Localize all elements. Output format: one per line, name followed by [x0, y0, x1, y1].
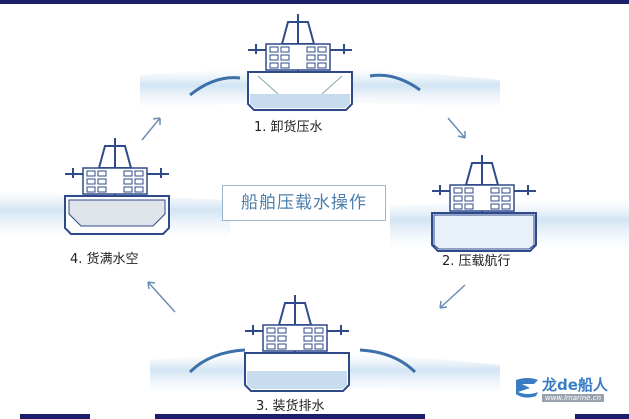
cycle-arrows [141, 117, 466, 313]
bottom-border-right [575, 414, 629, 419]
step1-label: 1. 卸货压水 [254, 120, 323, 135]
step4-label: 4. 货满水空 [70, 252, 139, 267]
step2-label: 2. 压载航行 [442, 254, 511, 269]
ship-step4 [64, 137, 170, 235]
bottom-border-left [20, 414, 90, 419]
top-border [0, 0, 629, 4]
ship-step3 [244, 294, 350, 392]
logo-icon [516, 378, 538, 398]
logo-url: www.lmarine.cn [542, 394, 605, 402]
ship-step1 [247, 13, 353, 111]
bottom-border-mid [155, 414, 425, 419]
logo-name: 龙de船人 [542, 376, 608, 394]
watermark-logo: 龙de船人 www.lmarine.cn [514, 372, 626, 412]
ship-step2 [431, 154, 537, 252]
step3-label: 3. 装货排水 [256, 399, 325, 414]
flow-arrows [188, 73, 421, 374]
diagram-title: 船舶压载水操作 [222, 185, 386, 221]
